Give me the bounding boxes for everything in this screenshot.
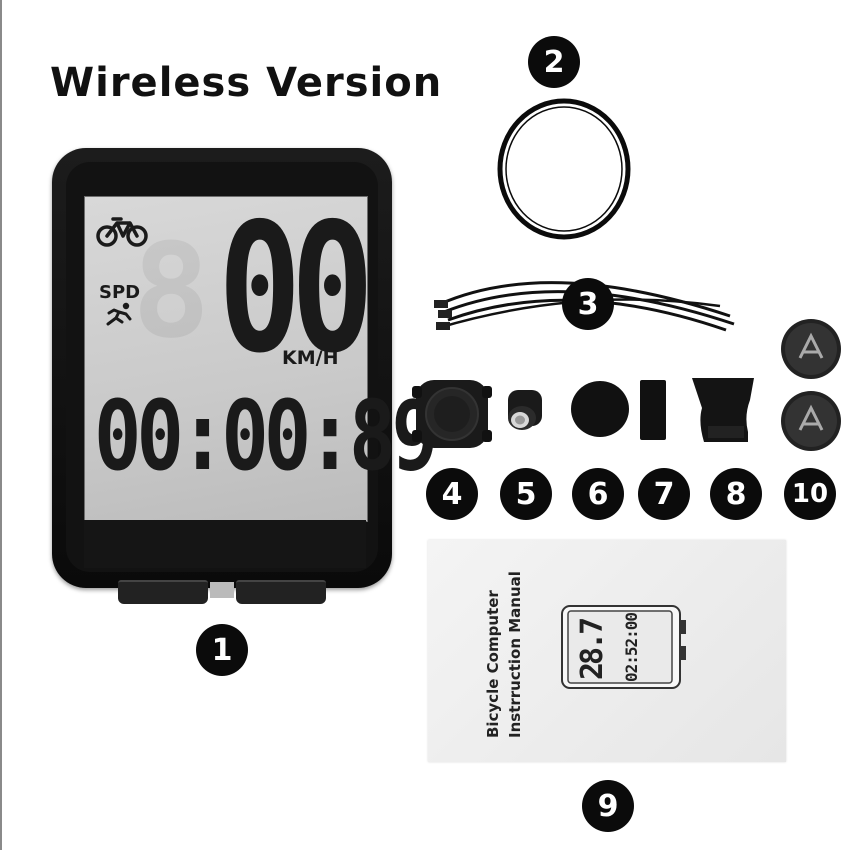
manual-device-illustration: 28.7 02:52:00: [560, 604, 688, 690]
label-2: 2: [528, 36, 580, 88]
label-4: 4: [426, 468, 478, 520]
manual-title-line1: Bicycle Computer: [484, 590, 502, 738]
label-1: 1: [196, 624, 248, 676]
mini-speed-readout: 28.7: [575, 619, 610, 680]
mini-time-readout: 02:52:00: [622, 612, 641, 682]
lcd-ghost-segments: 8: [132, 215, 211, 367]
coin-battery-icon: [781, 319, 841, 379]
lcd-screen: [84, 196, 368, 522]
mini-device-outline: [561, 605, 686, 689]
label-8: 8: [710, 468, 762, 520]
coin-battery-icon: [781, 391, 841, 451]
strip-rubber-pad-part: [640, 380, 666, 440]
label-10: 10: [784, 468, 836, 520]
label-9: 9: [582, 780, 634, 832]
time-readout: 00:00:89: [94, 380, 439, 492]
label-7: 7: [638, 468, 690, 520]
right-button[interactable]: [236, 580, 326, 604]
speed-unit: KM/H: [282, 347, 339, 369]
round-rubber-pad-part: [571, 381, 629, 437]
spoke-magnet-part: [508, 390, 542, 430]
frame-edge: [0, 0, 2, 850]
runner-icon: [106, 302, 132, 326]
speed-sensor-part: [412, 380, 492, 448]
label-3: 3: [562, 278, 614, 330]
speed-readout: 00: [218, 185, 374, 392]
left-button[interactable]: [118, 580, 208, 604]
center-notch: [210, 582, 234, 598]
mount-bracket-part: [692, 378, 754, 442]
label-5: 5: [500, 468, 552, 520]
manual-title-line2: Instrruction Manual: [506, 571, 524, 738]
bicycle-icon: [96, 217, 148, 247]
label-6: 6: [572, 468, 624, 520]
rubber-ring-part: [497, 98, 631, 240]
page-title: Wireless Version: [50, 60, 443, 106]
lcd-bottom-bar: [84, 520, 366, 568]
mode-label: SPD: [99, 282, 141, 303]
